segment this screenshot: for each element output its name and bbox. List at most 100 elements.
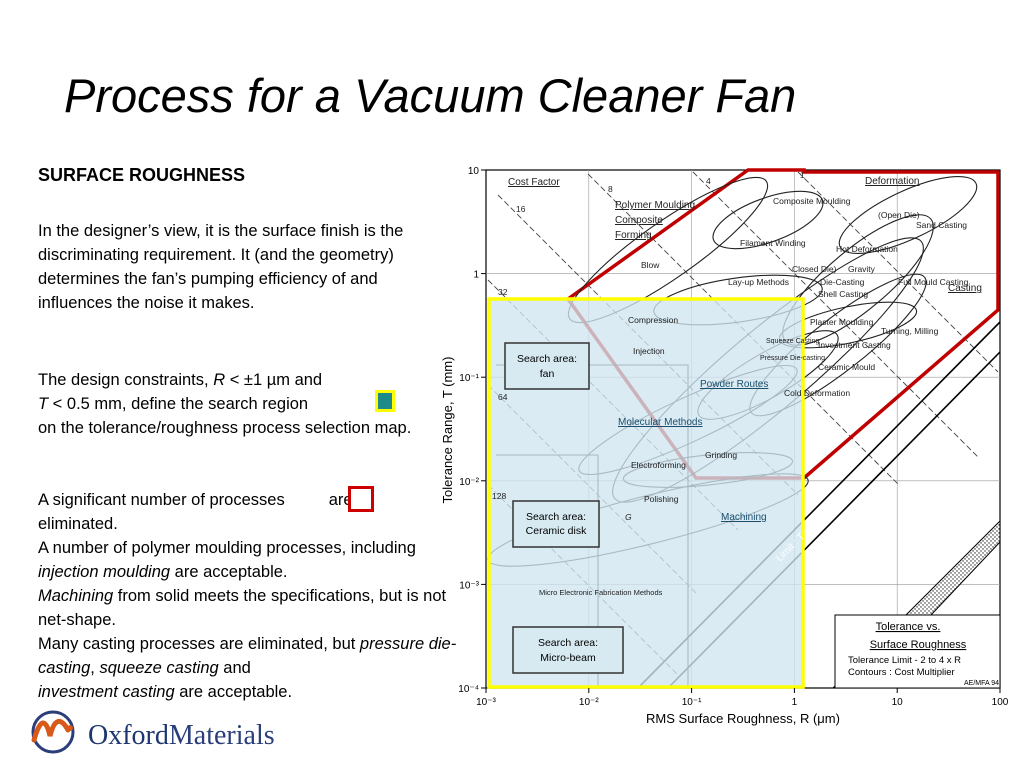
legend-line-1: Tolerance Limit - 2 to 4 x R: [848, 655, 961, 666]
label-ceramic-mould: Ceramic Mould: [818, 362, 875, 372]
label-filament-winding: Filament Winding: [740, 238, 806, 248]
label-die-casting: Die-Casting: [820, 277, 865, 287]
legend-title-1: Tolerance vs.: [876, 621, 941, 633]
brand-name: OxfordMaterials: [88, 720, 275, 752]
symbol-r: R: [213, 371, 226, 389]
section-heading: SURFACE ROUGHNESS: [38, 165, 246, 185]
label-gravity: Gravity: [848, 264, 876, 274]
label-hot-deformation: Hot Deformation: [836, 244, 898, 254]
search-box-ceramic: Search area: Ceramic disk: [512, 500, 600, 548]
label-molecular: Molecular Methods: [618, 417, 702, 428]
label-cold-deformation: Cold Deformation: [784, 388, 850, 398]
text: < ±1 µm and: [225, 371, 323, 389]
symbol-t: T: [38, 395, 49, 413]
label-closed-die: Closed Die): [792, 264, 837, 274]
x-axis-label: RMS Surface Roughness, R (μm): [646, 711, 840, 726]
search-region-swatch: [375, 390, 395, 412]
label-powder-routes: Powder Routes: [700, 379, 768, 390]
paragraph-constraints: The design constraints, R < ±1 µm and T …: [38, 368, 418, 440]
search-box-fan-line2: fan: [540, 368, 555, 380]
label-cost-128: 128: [492, 491, 506, 501]
label-lay-up: Lay-up Methods: [728, 277, 789, 287]
label-machining: Machining: [721, 512, 767, 523]
emph-pdc: pressure die-casting: [38, 635, 457, 677]
text: The design constraints,: [38, 371, 214, 389]
label-sand-casting: Sand Casting: [916, 220, 967, 230]
label-cost-1: 1: [800, 170, 805, 180]
y-tick-label: 1: [473, 270, 479, 281]
legend-title-2: Surface Roughness: [870, 639, 967, 651]
label-blow: Blow: [641, 260, 660, 270]
label-cost-64: 64: [498, 392, 508, 402]
x-tick-label: 10⁻³: [476, 697, 496, 708]
search-box-fan: Search area: fan: [504, 342, 590, 390]
label-pressure-die: Pressure Die-casting: [760, 355, 825, 362]
label-cost-8: 8: [608, 184, 613, 194]
x-tick-label: 10⁻²: [579, 697, 599, 708]
y-tick-label: 10⁻²: [459, 477, 479, 488]
label-compression: Compression: [628, 315, 678, 325]
text: on the tolerance/roughness process selec…: [38, 419, 412, 437]
search-box-fan-line1: Search area:: [517, 353, 577, 365]
eliminated-region-swatch: [348, 486, 374, 512]
search-box-microbeam-line1: Search area:: [538, 637, 598, 649]
y-tick-labels: 10 1 10⁻¹ 10⁻² 10⁻³ 10⁻⁴: [458, 166, 486, 695]
text: are acceptable.: [170, 563, 288, 581]
search-box-microbeam-line2: Micro-beam: [540, 652, 596, 664]
label-polishing: Polishing: [644, 494, 679, 504]
label-electroforming: Electroforming: [631, 460, 686, 470]
emph-injection: injection moulding: [38, 563, 171, 581]
text: A significant number of processes: [38, 491, 285, 509]
text: eliminated.: [38, 515, 118, 533]
emph-investment: investment casting: [38, 683, 175, 701]
text: A number of polymer moulding processes, …: [38, 539, 416, 557]
text: are: [328, 491, 353, 509]
label-g: G: [625, 512, 632, 522]
label-polymer: Polymer Moulding: [615, 200, 695, 211]
label-plaster-moulding: Plaster Moulding: [810, 317, 874, 327]
x-tick-label: 1: [792, 697, 798, 708]
label-open-die: (Open Die): [878, 210, 920, 220]
envelope-sand-casting: [838, 176, 978, 254]
label-forming: Forming: [615, 230, 652, 241]
label-micro-fab: Micro Electronic Fabrication Methods: [539, 588, 663, 597]
text: < 0.5 mm, define the search region: [48, 395, 309, 413]
brand-word-1: Oxford: [88, 720, 169, 751]
label-composite-moulding: Composite Moulding: [773, 196, 851, 206]
label-cost-32: 32: [498, 287, 508, 297]
y-tick-label: 10⁻⁴: [458, 684, 479, 695]
x-tick-label: 100: [992, 697, 1009, 708]
label-turning: Turning, Milling: [881, 326, 939, 336]
legend-credit: AE/MFA 94: [964, 680, 999, 687]
paragraph-processes: A significant number of processes are eli…: [38, 488, 458, 704]
label-deformation: Deformation: [865, 176, 919, 187]
y-tick-label: 10⁻¹: [459, 373, 479, 384]
slide-title: Process for a Vacuum Cleaner Fan: [64, 69, 797, 122]
oxford-materials-logo-icon: [31, 710, 75, 754]
legend-line-2: Contours : Cost Multiplier: [848, 667, 955, 678]
paragraph-designer-view: In the designer’s view, it is the surfac…: [38, 222, 404, 312]
label-injection: Injection: [633, 346, 665, 356]
x-tick-label: 10: [892, 697, 904, 708]
search-box-ceramic-line2: Ceramic disk: [526, 525, 587, 537]
text: are acceptable.: [174, 683, 293, 701]
label-composite: Composite: [615, 215, 663, 226]
text: Many casting processes are eliminated, b…: [38, 635, 360, 653]
label-full-mould: Full Mould Casting: [898, 277, 969, 287]
y-tick-label: 10: [468, 166, 480, 177]
brand-word-2: Materials: [168, 720, 275, 751]
emph-squeeze: squeeze casting: [99, 659, 219, 677]
x-tick-label: 10⁻¹: [682, 697, 702, 708]
search-box-ceramic-line1: Search area:: [526, 511, 586, 523]
envelope-composite: [712, 190, 824, 250]
y-tick-label: 10⁻³: [459, 580, 479, 591]
y-axis-label: Tolerance Range, T (mm): [440, 357, 455, 504]
process-selection-chart: Search area: fan Search area: Ceramic di…: [440, 166, 1009, 726]
label-cost-4: 4: [706, 176, 711, 186]
text: ,: [90, 659, 100, 677]
chart-legend: Tolerance vs. Surface Roughness Toleranc…: [834, 614, 1001, 689]
label-casting: Casting: [948, 283, 982, 294]
label-investment: Investment Casting: [818, 340, 891, 350]
label-cost-factor: Cost Factor: [508, 177, 560, 188]
search-box-microbeam: Search area: Micro-beam: [512, 626, 624, 674]
